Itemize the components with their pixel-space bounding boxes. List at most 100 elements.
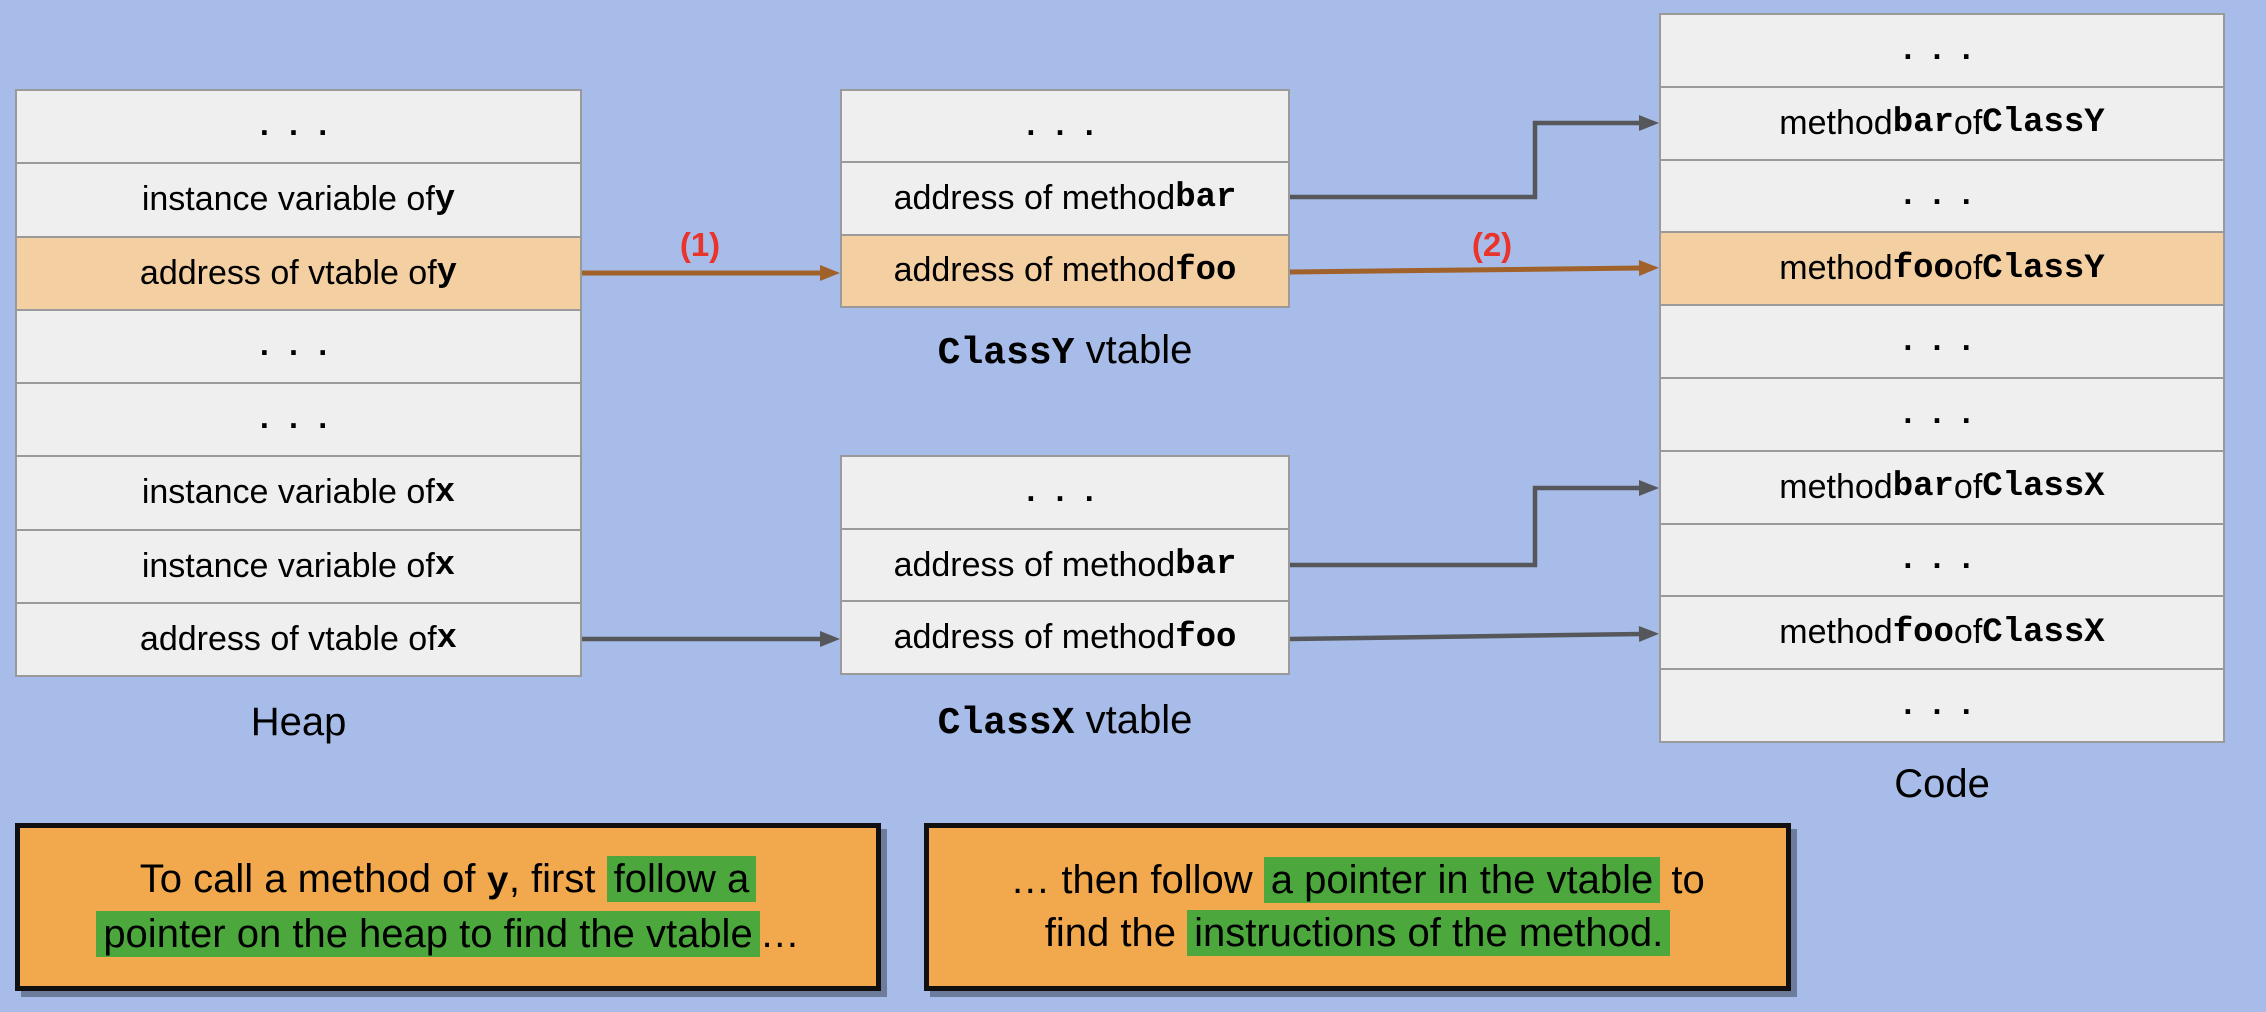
code-identifier: ... (254, 108, 343, 146)
text-segment: instance variable of (141, 180, 435, 219)
text-segment: method (1779, 249, 1893, 288)
code-identifier: x (434, 547, 456, 586)
step-label: (2) (1471, 226, 1513, 263)
code-identifier: bar (1892, 104, 1954, 143)
arrow-classy-bar-to-code (1290, 115, 1659, 200)
text-segment: … then follow (1010, 858, 1264, 903)
text-segment: address of method (893, 251, 1176, 290)
code-identifier: y (434, 180, 456, 219)
text-segment: of (1953, 467, 1983, 506)
note-line: … then follow a pointer in the vtable to (1010, 854, 1705, 907)
code-identifier: y (486, 862, 509, 905)
code-identifier: foo (1892, 249, 1954, 288)
code-identifier: bar (1175, 546, 1237, 584)
text-segment: Code (1894, 762, 1990, 806)
table-row: ... (17, 308, 580, 382)
table-row: address of vtable of y (17, 235, 580, 309)
note-line: find the instructions of the method. (1044, 907, 1671, 960)
code-identifier: ClassY (1982, 249, 2105, 288)
arrow-classx-bar-to-code (1290, 480, 1659, 568)
code-identifier: bar (1175, 179, 1237, 218)
code-identifier: ... (1898, 323, 1986, 361)
text-segment: find the (1044, 911, 1188, 955)
table-row: ... (1661, 376, 2223, 450)
text-segment: Heap (250, 700, 347, 744)
code-identifier: ClassX (1982, 613, 2105, 652)
table-row: ... (1661, 522, 2223, 596)
table-row: address of method foo (842, 233, 1288, 306)
text-segment: … (759, 912, 800, 957)
code-identifier: ... (1898, 687, 1986, 725)
arrow-classx-foo-to-code (1289, 626, 1659, 643)
table-row: address of method foo (842, 600, 1288, 674)
text-segment: method (1779, 467, 1893, 506)
code-identifier: ClassY (1982, 104, 2105, 143)
text-segment: address of method (893, 545, 1176, 584)
text-segment: to (1660, 858, 1705, 903)
code-identifier: ... (1898, 177, 1986, 215)
highlighted-text: follow a (606, 856, 757, 903)
table-row: ... (1661, 15, 2223, 86)
code-identifier: x (436, 620, 458, 659)
text-segment: instance variable of (141, 546, 435, 585)
text-segment: instance variable of (141, 473, 435, 512)
table-row: ... (1661, 158, 2223, 232)
text-segment: method (1779, 103, 1893, 142)
code-label: Code (1659, 762, 2225, 807)
text-segment: vtable (1074, 328, 1193, 372)
text-segment: address of method (893, 178, 1176, 217)
code-identifier: y (436, 254, 458, 293)
table-row: address of method bar (842, 527, 1288, 601)
table-row: instance variable of x (17, 455, 580, 529)
text-segment: address of method (893, 618, 1176, 657)
table-row: ... (17, 382, 580, 456)
table-row: ... (17, 91, 580, 163)
table-row: ... (842, 91, 1288, 162)
code-identifier: ClassX (1982, 468, 2105, 507)
code-identifier: ... (254, 327, 343, 365)
text-segment: , first (508, 857, 607, 902)
table-row: method foo of ClassY (1661, 231, 2223, 305)
table-row: address of method bar (842, 161, 1288, 234)
code-identifier: ... (1898, 31, 1986, 69)
code-identifier: foo (1175, 251, 1237, 290)
text-segment: address of vtable of (139, 253, 437, 292)
highlighted-text: instructions of the method. (1187, 910, 1671, 956)
table-row: ... (842, 457, 1288, 528)
code-identifier: ... (1898, 541, 1986, 579)
text-segment: To call a method of (139, 857, 487, 902)
text-segment: of (1953, 249, 1983, 288)
code-identifier: ... (254, 401, 343, 439)
text-segment: of (1953, 103, 1983, 142)
note-line: To call a method of y, first follow a (139, 853, 757, 908)
arrow-step2-classy-foo-to-code (1289, 260, 1659, 277)
table-row: address of vtable of x (17, 601, 580, 675)
table-row: method foo of ClassX (1661, 595, 2223, 669)
code-table: ...method bar of ClassY...method foo of … (1659, 13, 2225, 743)
text-segment: vtable (1074, 698, 1193, 742)
table-row: ... (1661, 304, 2223, 377)
text-segment: method (1779, 613, 1893, 652)
heap-label: Heap (15, 700, 582, 745)
code-identifier: ClassY (937, 332, 1075, 375)
code-identifier: ... (1898, 395, 1986, 433)
classy-vtable-label: ClassY vtable (840, 328, 1290, 375)
table-row: method bar of ClassY (1661, 85, 2223, 159)
step-label: (1) (679, 226, 721, 263)
code-identifier: ... (1021, 473, 1109, 511)
code-identifier: bar (1892, 468, 1954, 507)
text-segment: address of vtable of (139, 619, 437, 658)
code-identifier: ... (1021, 107, 1109, 145)
code-identifier: ClassX (937, 702, 1075, 745)
classx-vtable-label: ClassX vtable (840, 698, 1290, 745)
code-identifier: foo (1892, 613, 1954, 652)
text-segment: of (1953, 613, 1983, 652)
code-identifier: x (434, 473, 456, 512)
highlighted-text: a pointer in the vtable (1263, 857, 1661, 904)
